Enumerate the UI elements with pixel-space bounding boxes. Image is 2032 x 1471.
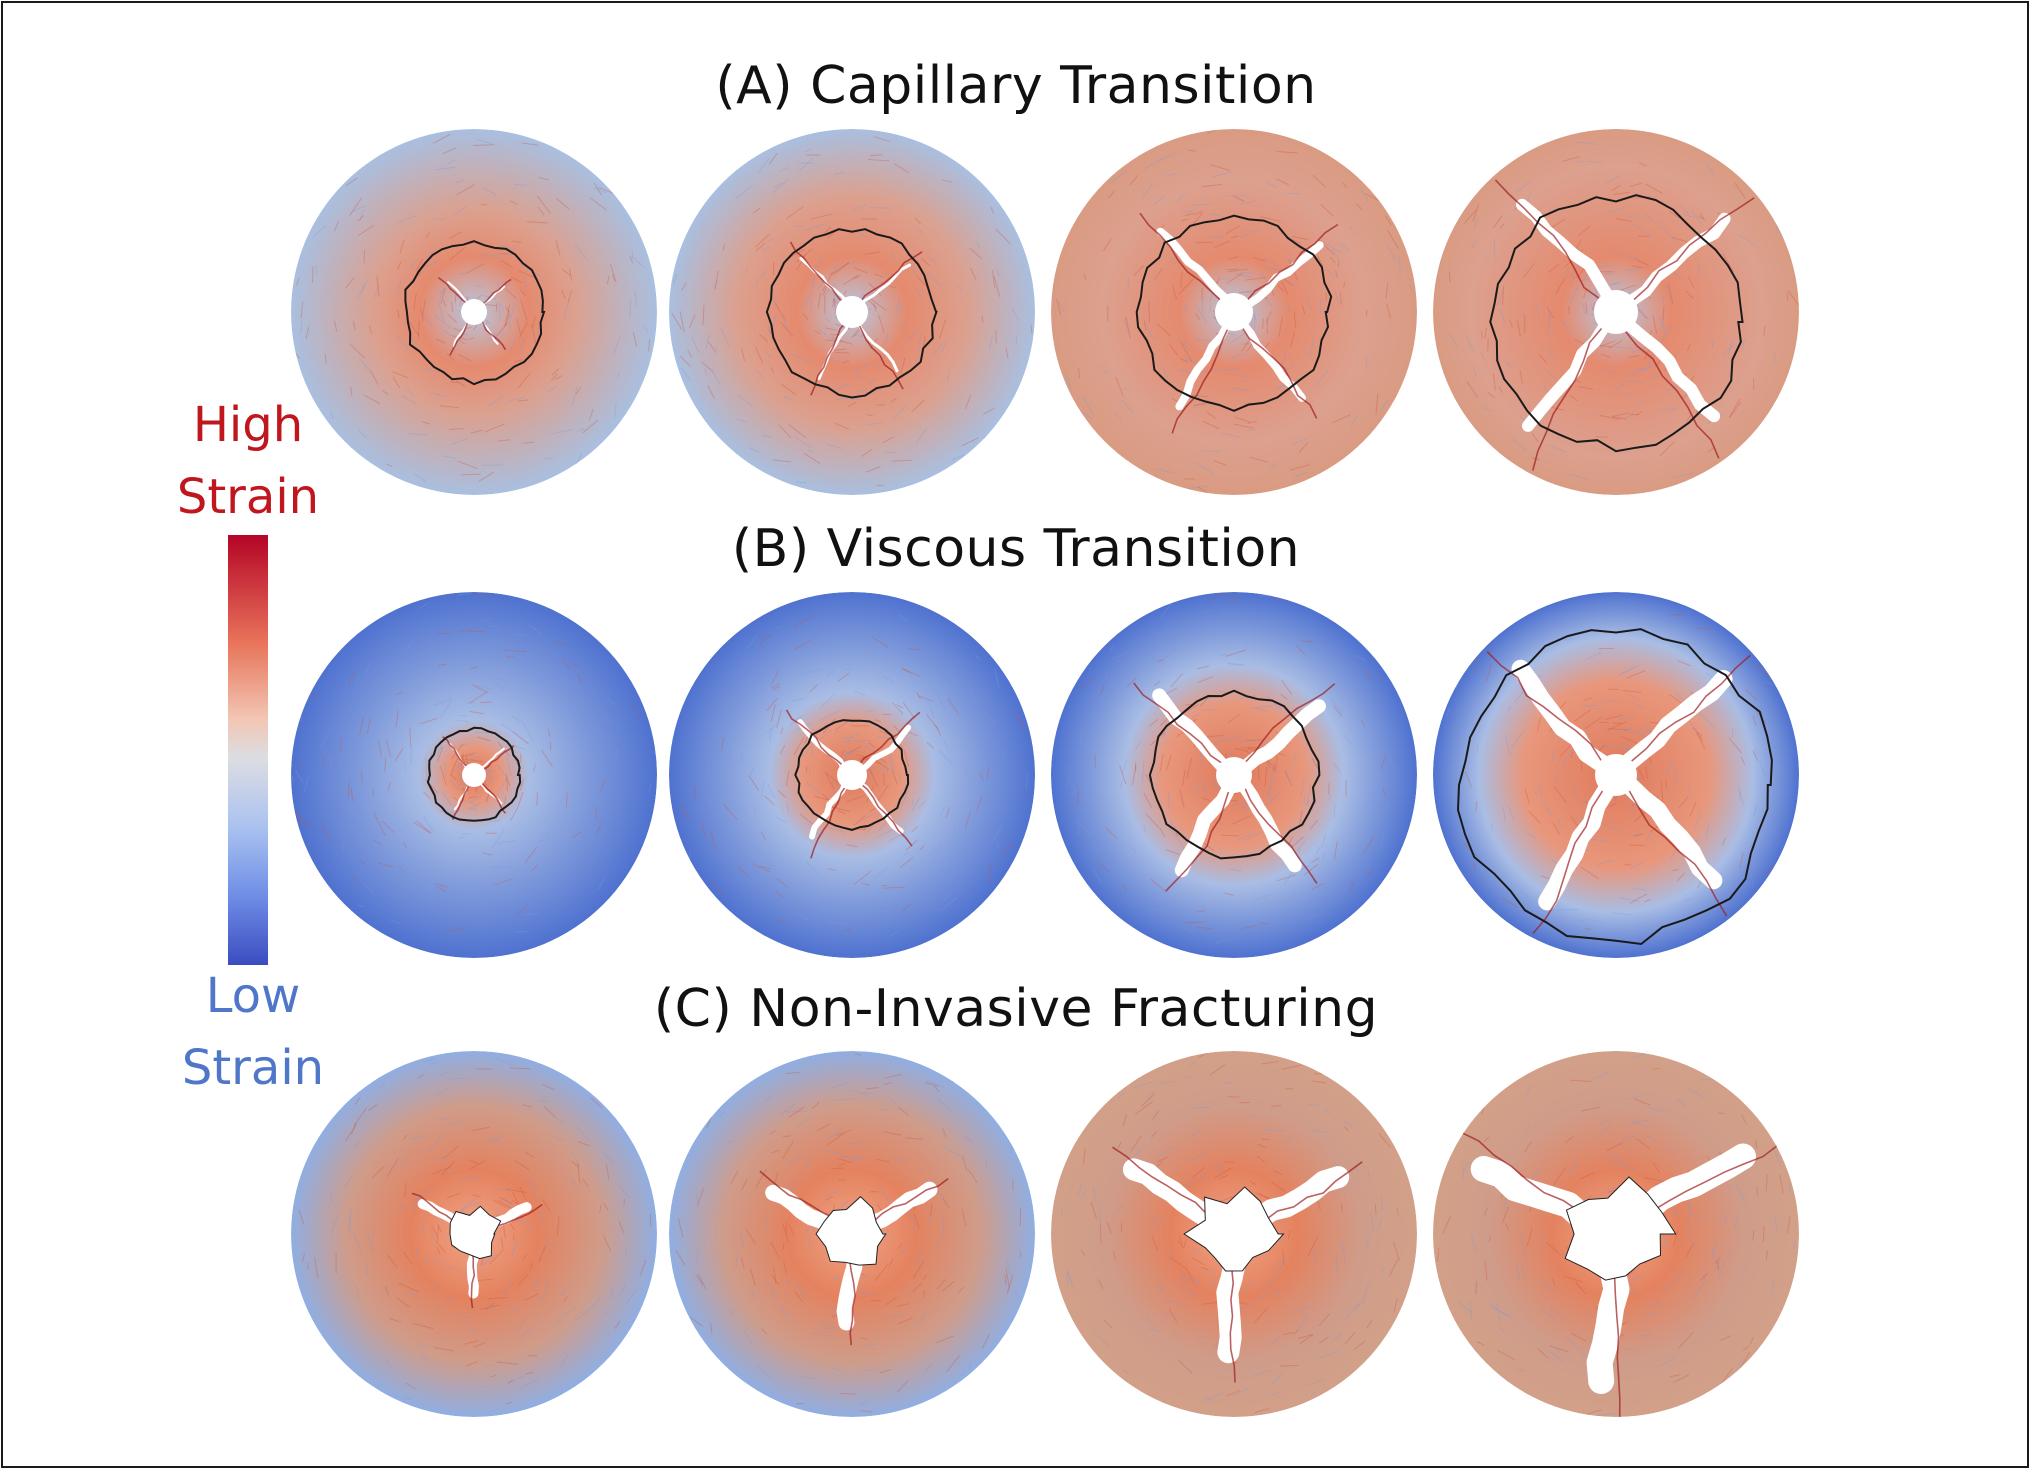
strain-disk-noninvasive-3	[1051, 1051, 1417, 1417]
strain-disk-viscous-2	[669, 592, 1035, 958]
strain-colorbar	[228, 535, 268, 965]
strain-disk-viscous-1	[291, 592, 657, 958]
legend-high-line2: Strain	[176, 469, 320, 525]
strain-disk-capillary-1	[291, 129, 657, 495]
strain-disk-viscous-4	[1433, 592, 1799, 958]
legend-high-label: High Strain	[168, 389, 328, 533]
strain-disk-viscous-3	[1051, 592, 1417, 958]
row-title-noninvasive: (C) Non-Invasive Fracturing	[653, 979, 1379, 1039]
strain-disk-capillary-3	[1051, 129, 1417, 495]
strain-disk-noninvasive-1	[291, 1051, 657, 1417]
legend-low-label: Low Strain	[168, 960, 338, 1104]
strain-disk-capillary-4	[1433, 129, 1799, 495]
legend-high-line1: High	[192, 397, 304, 453]
legend-low-line1: Low	[205, 968, 301, 1024]
strain-disk-noninvasive-2	[669, 1051, 1035, 1417]
legend-low-line2: Strain	[181, 1040, 325, 1096]
strain-disk-capillary-2	[669, 129, 1035, 495]
row-title-capillary: (A) Capillary Transition	[715, 56, 1317, 116]
row-title-viscous: (B) Viscous Transition	[731, 519, 1301, 579]
strain-disk-noninvasive-4	[1433, 1051, 1799, 1417]
